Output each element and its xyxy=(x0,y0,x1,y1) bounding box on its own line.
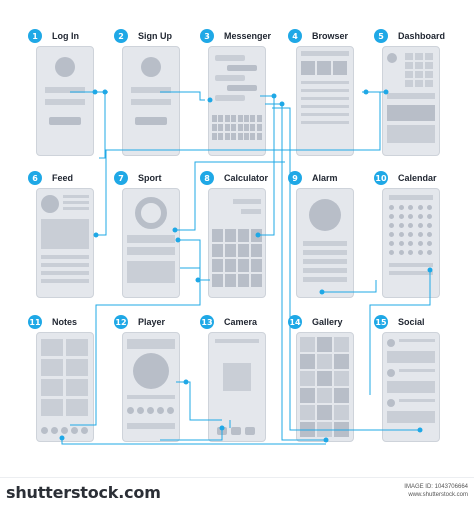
phone-wireframe xyxy=(36,46,94,156)
step-number-badge: 7 xyxy=(114,171,128,185)
screen-title: Dashboard xyxy=(398,31,446,41)
screen-header: 5 Dashboard xyxy=(374,28,445,44)
screen-dashboard: 5 Dashboard xyxy=(374,28,464,168)
screen-header: 13 Camera xyxy=(200,314,257,330)
step-number-badge: 9 xyxy=(288,171,302,185)
screen-title: Alarm xyxy=(312,173,338,183)
screen-calendar: 10 Calendar xyxy=(374,170,464,310)
image-id: IMAGE ID: 1043706664 xyxy=(404,484,468,490)
screen-header: 15 Social xyxy=(374,314,425,330)
screen-sport: 7 Sport xyxy=(114,170,204,310)
footer-bar: shutterstock.com IMAGE ID: 1043706664 ww… xyxy=(0,477,474,506)
screen-log-in: 1 Log In xyxy=(28,28,118,168)
screen-alarm: 9 Alarm xyxy=(288,170,378,310)
connection-lines xyxy=(59,89,433,445)
screen-calculator: 8 Calculator xyxy=(200,170,290,310)
screen-title: Calculator xyxy=(224,173,269,183)
screen-browser: 4 Browser xyxy=(288,28,378,168)
screen-title: Sport xyxy=(138,173,162,183)
screen-gallery: 14 Gallery xyxy=(288,314,378,454)
brand-logo: shutterstock.com xyxy=(6,483,161,502)
step-number-badge: 2 xyxy=(114,29,128,43)
screen-header: 11 Notes xyxy=(28,314,77,330)
step-number-badge: 11 xyxy=(28,315,42,329)
step-number-badge: 3 xyxy=(200,29,214,43)
screen-messenger: 3 Messenger xyxy=(200,28,290,168)
screen-header: 4 Browser xyxy=(288,28,348,44)
screen-title: Camera xyxy=(224,317,258,327)
screen-title: Sign Up xyxy=(138,31,172,41)
step-number-badge: 1 xyxy=(28,29,42,43)
step-number-badge: 14 xyxy=(288,315,302,329)
screen-title: Feed xyxy=(52,173,74,183)
screen-camera: 13 Camera xyxy=(200,314,290,454)
site-url: www.shutterstock.com xyxy=(408,492,468,498)
step-number-badge: 13 xyxy=(200,315,214,329)
phone-wireframe xyxy=(296,188,354,298)
phone-wireframe xyxy=(382,46,440,156)
step-number-badge: 8 xyxy=(200,171,214,185)
phone-wireframe xyxy=(122,188,180,298)
screen-title: Notes xyxy=(52,317,78,327)
screen-header: 2 Sign Up xyxy=(114,28,172,44)
step-number-badge: 10 xyxy=(374,171,388,185)
screen-header: 12 Player xyxy=(114,314,165,330)
screen-title: Calendar xyxy=(398,173,437,183)
step-number-badge: 12 xyxy=(114,315,128,329)
screen-header: 8 Calculator xyxy=(200,170,268,186)
screen-header: 1 Log In xyxy=(28,28,79,44)
screen-title: Messenger xyxy=(224,31,272,41)
screen-header: 6 Feed xyxy=(28,170,73,186)
phone-wireframe xyxy=(382,188,440,298)
screen-header: 3 Messenger xyxy=(200,28,271,44)
screen-title: Player xyxy=(138,317,166,327)
phone-wireframe xyxy=(36,188,94,298)
phone-wireframe xyxy=(122,332,180,442)
screen-feed: 6 Feed xyxy=(28,170,118,310)
screen-notes: 11 Notes xyxy=(28,314,118,454)
phone-wireframe xyxy=(208,332,266,442)
phone-wireframe xyxy=(296,46,354,156)
screen-player: 12 Player xyxy=(114,314,204,454)
step-number-badge: 6 xyxy=(28,171,42,185)
screen-header: 14 Gallery xyxy=(288,314,343,330)
screen-title: Gallery xyxy=(312,317,343,327)
screen-title: Browser xyxy=(312,31,349,41)
screen-header: 7 Sport xyxy=(114,170,162,186)
screen-social: 15 Social xyxy=(374,314,464,454)
screen-header: 10 Calendar xyxy=(374,170,437,186)
step-number-badge: 15 xyxy=(374,315,388,329)
screen-header: 9 Alarm xyxy=(288,170,338,186)
screen-title: Log In xyxy=(52,31,79,41)
step-number-badge: 4 xyxy=(288,29,302,43)
screen-title: Social xyxy=(398,317,425,327)
phone-wireframe xyxy=(122,46,180,156)
phone-wireframe xyxy=(208,46,266,156)
phone-wireframe xyxy=(382,332,440,442)
phone-wireframe xyxy=(36,332,94,442)
screen-sign-up: 2 Sign Up xyxy=(114,28,204,168)
image-meta: IMAGE ID: 1043706664 www.shutterstock.co… xyxy=(404,483,468,499)
phone-wireframe xyxy=(296,332,354,442)
step-number-badge: 5 xyxy=(374,29,388,43)
